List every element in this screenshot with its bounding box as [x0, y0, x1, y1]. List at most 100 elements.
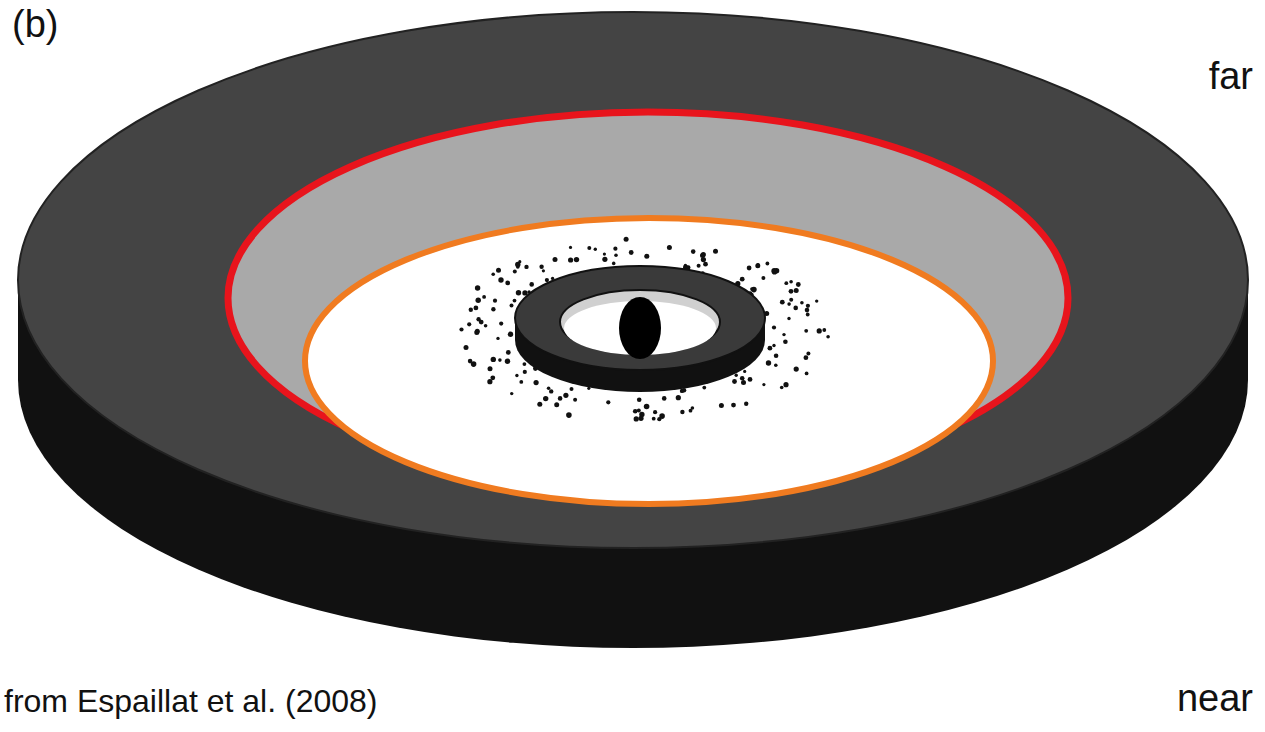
dust-dot: [569, 246, 572, 249]
dust-dot: [826, 335, 830, 339]
dust-dot: [547, 386, 551, 390]
dust-dot: [766, 262, 770, 266]
dust-dot: [637, 398, 642, 403]
dust-dot: [624, 237, 629, 242]
dust-dot: [748, 377, 753, 382]
dust-dot: [659, 413, 665, 419]
dust-dot: [783, 339, 788, 344]
dust-dot: [806, 304, 810, 308]
dust-dot: [713, 249, 718, 254]
outer-disk: [18, 12, 1248, 548]
dust-dot: [491, 307, 495, 311]
dust-dot: [740, 277, 745, 282]
dust-dot: [516, 290, 521, 295]
dust-dot: [539, 265, 543, 269]
dust-dot: [549, 389, 553, 393]
dust-dot: [542, 269, 545, 272]
dust-dot: [701, 252, 706, 257]
dust-dot: [735, 374, 738, 377]
dust-dot: [747, 266, 752, 271]
dust-dot: [806, 352, 810, 356]
dust-dot: [513, 269, 517, 273]
dust-dot: [487, 379, 492, 384]
dust-dot: [510, 303, 514, 307]
star: [619, 297, 661, 359]
dust-dot: [794, 288, 799, 293]
dust-dot: [506, 350, 511, 355]
dust-dot: [474, 330, 479, 335]
dust-dot: [701, 257, 706, 262]
dust-dot: [732, 379, 737, 384]
dust-dot: [488, 366, 493, 371]
dust-dot: [774, 364, 778, 368]
dust-dot: [772, 344, 775, 347]
dust-dot: [789, 298, 793, 302]
dust-dot: [652, 417, 656, 421]
inner-disk: [515, 266, 765, 370]
dust-dot: [762, 383, 765, 386]
dust-dot: [570, 387, 574, 391]
dust-dot: [774, 353, 779, 358]
dust-dot: [743, 370, 746, 373]
dust-dot: [505, 359, 510, 364]
orientation-label: near: [1177, 678, 1253, 720]
dust-dot: [468, 359, 473, 364]
dust-dot: [782, 333, 785, 336]
dust-dot: [554, 402, 559, 407]
credit-note: from Espaillat et al. (2008): [4, 684, 378, 719]
dust-dot: [702, 386, 706, 390]
dust-dot: [822, 328, 826, 332]
dust-dot: [513, 299, 517, 303]
dust-dot: [459, 327, 463, 331]
dust-dot: [574, 257, 579, 262]
dust-dot: [491, 273, 495, 277]
dust-dot: [467, 322, 471, 326]
dust-dot: [508, 332, 513, 337]
dust-dot: [469, 308, 473, 312]
dust-dot: [493, 299, 497, 303]
dust-dot: [519, 380, 523, 384]
dust-dot: [689, 409, 693, 413]
dust-dot: [691, 249, 696, 254]
dust-dot: [563, 393, 568, 398]
dust-dot: [537, 402, 542, 407]
dust-dot: [524, 265, 528, 269]
dust-dots: [459, 237, 829, 422]
dust-dot: [684, 264, 687, 267]
dust-dot: [496, 337, 499, 340]
gap-floor: [305, 218, 993, 504]
dust-dot: [568, 257, 573, 262]
dust-dot: [516, 265, 520, 269]
dust-dot: [505, 281, 510, 286]
dust-dot: [766, 360, 771, 365]
dust-dot: [744, 402, 748, 406]
dust-dot: [612, 262, 616, 266]
dust-dot: [496, 268, 501, 273]
dust-dot: [789, 280, 793, 284]
dust-dot: [662, 396, 667, 401]
dust-dot: [768, 346, 773, 351]
dust-dot: [815, 299, 818, 302]
dust-dot: [676, 395, 681, 400]
dust-dot: [553, 257, 558, 262]
dust-dot: [573, 398, 577, 402]
dust-dot: [510, 392, 513, 395]
dust-dot: [750, 287, 754, 291]
dust-dot: [482, 295, 486, 299]
dust-dot: [740, 376, 745, 381]
dust-dot: [613, 247, 617, 251]
dust-dot: [805, 372, 809, 376]
dust-dot: [780, 386, 784, 390]
dust-dot: [800, 301, 804, 305]
dust-dot: [755, 263, 760, 268]
dust-dot: [594, 248, 597, 251]
dust-dot: [633, 409, 638, 414]
dust-dot: [603, 253, 606, 256]
dust-dot: [804, 355, 809, 360]
dust-dot: [515, 374, 518, 377]
panel-label: (b): [12, 4, 58, 46]
dust-dot: [804, 329, 808, 333]
dust-dot: [772, 325, 776, 329]
dust-dot: [634, 416, 639, 421]
